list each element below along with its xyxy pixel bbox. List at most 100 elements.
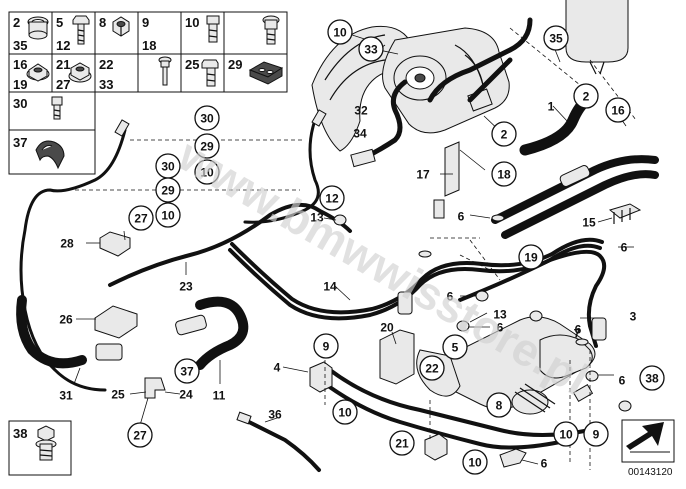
- callout-29[interactable]: 29: [155, 177, 181, 203]
- callout-label: 4: [274, 361, 281, 375]
- callout-label: 32: [354, 104, 368, 118]
- callout-ring: [573, 83, 599, 109]
- callout-label: 34: [353, 127, 367, 141]
- legend-label: 16: [13, 57, 27, 72]
- hex-bolt-icon: [72, 15, 90, 45]
- callout-9[interactable]: 9: [583, 421, 609, 447]
- callout-28[interactable]: 28: [60, 237, 74, 251]
- collar-nut-icon: [68, 62, 92, 83]
- arrow-icon: [626, 422, 670, 453]
- callout-30[interactable]: 30: [194, 105, 220, 131]
- callout-10[interactable]: 10: [327, 19, 353, 45]
- callout-label: 25: [111, 388, 125, 402]
- callout-24[interactable]: 24: [179, 388, 193, 402]
- callout-ring: [127, 422, 153, 448]
- callout-label: 23: [179, 280, 193, 294]
- callout-6[interactable]: 6: [621, 241, 628, 255]
- callout-32[interactable]: 32: [354, 104, 368, 118]
- callout-22[interactable]: 22: [419, 355, 445, 381]
- callout-2[interactable]: 2: [491, 121, 517, 147]
- callout-label: 38: [645, 372, 659, 386]
- callout-label: 10: [338, 406, 352, 420]
- legend-label: 21: [56, 57, 70, 72]
- legend-label: 18: [142, 38, 156, 53]
- callout-ring: [327, 19, 353, 45]
- callout-10[interactable]: 10: [553, 421, 579, 447]
- callout-ring: [319, 185, 345, 211]
- callout-label: 30: [161, 160, 175, 174]
- callout-13[interactable]: 13: [493, 308, 507, 322]
- callout-21[interactable]: 21: [389, 430, 415, 456]
- callout-19[interactable]: 19: [518, 244, 544, 270]
- callout-31[interactable]: 31: [59, 389, 73, 403]
- callout-3[interactable]: 3: [630, 310, 637, 324]
- callout-25[interactable]: 25: [111, 388, 125, 402]
- callout-20[interactable]: 20: [380, 321, 394, 335]
- callout-ring: [553, 421, 579, 447]
- callout-6[interactable]: 6: [619, 374, 626, 388]
- callout-1[interactable]: 1: [548, 100, 555, 114]
- callout-label: 20: [380, 321, 394, 335]
- callout-12[interactable]: 12: [319, 185, 345, 211]
- legend-label: 29: [228, 57, 242, 72]
- hose-clamp-icon: [27, 16, 49, 40]
- callout-label: 6: [497, 321, 504, 335]
- callout-23[interactable]: 23: [179, 280, 193, 294]
- callout-17[interactable]: 17: [416, 168, 430, 182]
- callout-27[interactable]: 27: [128, 205, 154, 231]
- callout-ring: [194, 133, 220, 159]
- callout-34[interactable]: 34: [353, 127, 367, 141]
- callout-label: 6: [575, 323, 582, 337]
- callout-2[interactable]: 2: [573, 83, 599, 109]
- callouts-circled: 1033352162181930291030291027129225372710…: [127, 19, 665, 475]
- callout-10[interactable]: 10: [155, 202, 181, 228]
- callout-15[interactable]: 15: [582, 216, 596, 230]
- callout-10[interactable]: 10: [462, 449, 488, 475]
- arrow-box[interactable]: [621, 419, 675, 463]
- callout-7[interactable]: 7: [574, 327, 581, 341]
- callout-label: 21: [395, 437, 409, 451]
- callout-label: 6: [447, 290, 454, 304]
- callout-4[interactable]: 4: [274, 361, 281, 375]
- callout-33[interactable]: 33: [358, 36, 384, 62]
- callout-16[interactable]: 16: [605, 97, 631, 123]
- callout-27[interactable]: 27: [127, 422, 153, 448]
- callout-10[interactable]: 10: [332, 399, 358, 425]
- callout-label: 11: [213, 389, 226, 403]
- callout-ring: [313, 333, 339, 359]
- callout-ring: [194, 105, 220, 131]
- callout-5[interactable]: 5: [442, 334, 468, 360]
- callout-8[interactable]: 8: [486, 392, 512, 418]
- callout-label: 3: [630, 310, 637, 324]
- callout-18[interactable]: 18: [491, 161, 517, 187]
- callout-13[interactable]: 13: [310, 211, 324, 225]
- hex-nut-icon: [112, 16, 130, 37]
- callout-6[interactable]: 6: [497, 321, 504, 335]
- callout-11[interactable]: 11: [213, 389, 226, 403]
- callout-9[interactable]: 9: [313, 333, 339, 359]
- callout-36[interactable]: 36: [268, 408, 282, 422]
- socket-screw-icon: [51, 96, 63, 120]
- callout-ring: [128, 205, 154, 231]
- callout-10[interactable]: 10: [194, 159, 220, 185]
- callout-6[interactable]: 6: [541, 457, 548, 471]
- callout-label: 10: [200, 166, 214, 180]
- callout-35[interactable]: 35: [543, 25, 569, 51]
- callout-6[interactable]: 6: [575, 323, 582, 337]
- legend-labels: 2 35 5 12 8 9 18 10 16 19 21 27 22 33 25…: [13, 15, 242, 441]
- callout-38[interactable]: 38: [639, 365, 665, 391]
- screw-icon: [158, 56, 172, 86]
- callout-37[interactable]: 37: [174, 358, 200, 384]
- callout-label: 14: [323, 280, 337, 294]
- legend-label: 2: [13, 15, 20, 30]
- callout-ring: [155, 202, 181, 228]
- callout-26[interactable]: 26: [59, 313, 73, 327]
- callout-label: 13: [493, 308, 507, 322]
- callout-29[interactable]: 29: [194, 133, 220, 159]
- callout-ring: [358, 36, 384, 62]
- legend-label: 22: [99, 57, 113, 72]
- callout-6[interactable]: 6: [458, 210, 465, 224]
- callout-6[interactable]: 6: [447, 290, 454, 304]
- callout-14[interactable]: 14: [323, 280, 337, 294]
- callout-label: 30: [200, 112, 214, 126]
